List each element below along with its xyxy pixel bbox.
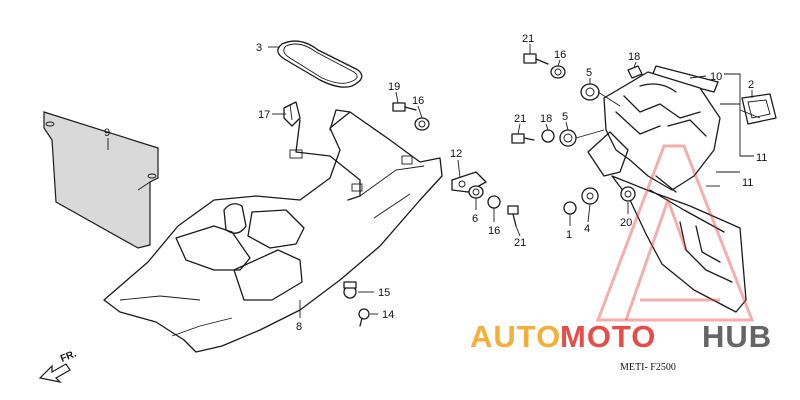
callout-5-b: 5 — [562, 111, 568, 123]
callout-9: 10 — [710, 71, 722, 83]
callout-labels: 3 9 17 19 16 12 6 16 21 8 15 14 21 16 5 … — [104, 33, 767, 333]
bolt-19-part — [392, 102, 417, 112]
callout-5-a: 5 — [586, 67, 592, 79]
front-direction-arrow: FR. — [38, 348, 78, 383]
callout-11-a: 11 — [742, 177, 753, 189]
callout-15: 16 — [412, 95, 424, 107]
diagram-code: METI- F2500 — [620, 362, 676, 373]
callout-16-b: 16 — [554, 49, 566, 61]
nut-14-part — [343, 281, 357, 299]
bolt-13-part — [358, 308, 370, 327]
collar-16b-part — [550, 65, 566, 79]
watermark-text-hub: HUB — [702, 319, 772, 354]
callout-2: 2 — [748, 79, 754, 91]
grommet-15-part — [414, 117, 430, 131]
reflector-2-part — [741, 93, 777, 125]
callout-4: 4 — [584, 223, 590, 235]
callout-19: 19 — [388, 81, 400, 93]
screw-1-part — [563, 201, 577, 215]
callout-18: 18 — [628, 51, 640, 63]
watermark-triangle-logo — [595, 144, 755, 322]
seal-ring-part — [277, 40, 363, 88]
clip-part — [283, 101, 301, 127]
callout-16-c: 18 — [540, 113, 552, 125]
callout-1: 1 — [566, 229, 572, 241]
callout-6: 6 — [472, 213, 478, 225]
bolt-21c-part — [511, 133, 535, 144]
grommet-5a-part — [580, 83, 600, 101]
bolt-21a-part — [507, 205, 519, 227]
bolt-21b-part — [523, 53, 549, 65]
collar-16a-part — [487, 195, 501, 209]
callout-3: 3 — [256, 42, 262, 54]
callout-8: 9 — [104, 127, 110, 139]
callout-20: 20 — [620, 217, 632, 229]
leader-lines — [107, 44, 761, 318]
callout-7: 8 — [296, 321, 302, 333]
callout-21-a: 21 — [514, 237, 526, 249]
callout-14: 15 — [378, 287, 390, 299]
callout-10: 11 — [756, 152, 767, 164]
watermark-text-moto: MOTO — [560, 319, 656, 354]
callout-21-b: 21 — [522, 33, 534, 45]
rear-bracket-assembly-part — [587, 71, 747, 313]
callout-21-c: 21 — [514, 113, 526, 125]
callout-17: 17 — [258, 109, 270, 121]
collar-16c-part — [541, 129, 555, 143]
grommet-5b-part — [559, 129, 577, 147]
license-plate-panel-part — [43, 111, 159, 249]
collar-6-part — [468, 185, 484, 199]
screw-20-part — [620, 186, 636, 202]
washer-4-part — [581, 187, 599, 205]
callout-12: 12 — [450, 148, 462, 160]
callout-16-a: 16 — [488, 225, 500, 237]
callout-13: 14 — [382, 309, 394, 321]
watermark-text-auto: AUTO — [470, 319, 561, 354]
automotohub-watermark: AUTO MOTO HUB — [470, 144, 772, 354]
fr-label: FR. — [59, 348, 78, 364]
rear-fender-part — [103, 109, 443, 353]
